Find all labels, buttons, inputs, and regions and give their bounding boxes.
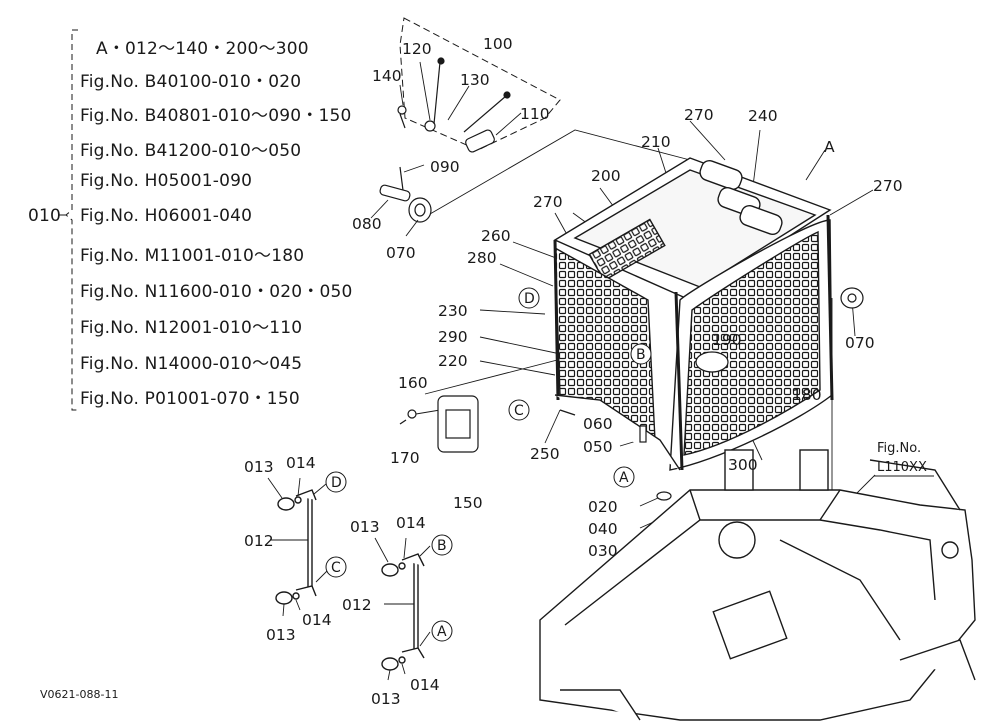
chassis-frame bbox=[539, 449, 976, 721]
callout-C: C bbox=[514, 403, 524, 419]
part-number: 090 bbox=[430, 158, 460, 176]
legend-item: Fig.No. B40801-010～090・150 bbox=[80, 106, 352, 126]
part-number: 250 bbox=[530, 445, 560, 463]
part-labels: 100 120 140 130 110 090 080 070 210 270 … bbox=[244, 35, 903, 708]
part-number: 270 bbox=[873, 177, 903, 195]
part-number: 070 bbox=[386, 244, 416, 262]
part-number: 100 bbox=[483, 35, 513, 53]
part-number: 014 bbox=[410, 676, 440, 694]
part-number: 014 bbox=[302, 611, 332, 629]
callout-B: B bbox=[437, 538, 447, 554]
top-small-parts bbox=[379, 57, 511, 223]
part-number: 070 bbox=[845, 334, 875, 352]
part-number: 220 bbox=[438, 352, 468, 370]
reference-fig-label: Fig.No. bbox=[877, 441, 921, 456]
part-number: 014 bbox=[286, 454, 316, 472]
legend-item: Fig.No. N12001-010～110 bbox=[80, 318, 303, 338]
callout-circles bbox=[325, 287, 652, 642]
callout-D: D bbox=[331, 475, 342, 491]
legend-item: Fig.No. M11001-010～180 bbox=[80, 246, 305, 266]
part-number: 060 bbox=[583, 415, 613, 433]
part-number: 013 bbox=[244, 458, 274, 476]
part-number: 012 bbox=[244, 532, 274, 550]
cab-frame bbox=[553, 157, 834, 471]
part-number: 140 bbox=[372, 67, 402, 85]
document-holder bbox=[399, 395, 479, 453]
callout-A: A bbox=[437, 624, 447, 640]
part-number: 300 bbox=[728, 456, 758, 474]
assembly-outline bbox=[399, 17, 561, 151]
part-number: 040 bbox=[588, 520, 618, 538]
part-number: 050 bbox=[583, 438, 613, 456]
part-number: 190 bbox=[712, 331, 742, 349]
legend-item: Fig.No. P01001-070・150 bbox=[80, 389, 300, 409]
part-number: 160 bbox=[398, 374, 428, 392]
part-number: 013 bbox=[371, 690, 401, 708]
part-number: 020 bbox=[588, 498, 618, 516]
part-number: 030 bbox=[588, 542, 618, 560]
legend-item: Fig.No. B41200-010～050 bbox=[80, 141, 302, 161]
part-number: 013 bbox=[266, 626, 296, 644]
part-number: 080 bbox=[352, 215, 382, 233]
part-number: 130 bbox=[460, 71, 490, 89]
side-parts bbox=[639, 287, 864, 522]
part-label-A: A bbox=[824, 138, 835, 156]
callout-D: D bbox=[524, 291, 535, 307]
part-number: 270 bbox=[533, 193, 563, 211]
part-number: 280 bbox=[467, 249, 497, 267]
part-number: 120 bbox=[402, 40, 432, 58]
part-number: 180 bbox=[792, 386, 822, 404]
part-number: 230 bbox=[438, 302, 468, 320]
legend-item: Fig.No. H06001-040 bbox=[80, 206, 253, 226]
part-number: 013 bbox=[350, 518, 380, 536]
stay-brackets bbox=[275, 489, 425, 671]
legend-item: Fig.No. H05001-090 bbox=[80, 171, 253, 191]
drawing-code: V0621-088-11 bbox=[40, 688, 119, 701]
part-number: 240 bbox=[748, 107, 778, 125]
callout-C: C bbox=[331, 560, 341, 576]
legend-group-number: 010 bbox=[28, 206, 62, 226]
callout-B: B bbox=[636, 347, 646, 363]
part-number: 150 bbox=[453, 494, 483, 512]
part-number: 260 bbox=[481, 227, 511, 245]
part-number: 110 bbox=[520, 105, 550, 123]
legend-item: Fig.No. B40100-010・020 bbox=[80, 72, 302, 92]
part-number: 014 bbox=[396, 514, 426, 532]
part-number: 290 bbox=[438, 328, 468, 346]
legend-header: A・012～140・200～300 bbox=[96, 39, 309, 59]
part-number: 200 bbox=[591, 167, 621, 185]
callout-A: A bbox=[619, 470, 629, 486]
legend-item: Fig.No. N14000-010～045 bbox=[80, 354, 303, 374]
part-number: 170 bbox=[390, 449, 420, 467]
reference-fig-number: L110XX bbox=[877, 460, 927, 475]
legend-item: Fig.No. N11600-010・020・050 bbox=[80, 282, 353, 302]
part-number: 270 bbox=[684, 106, 714, 124]
part-number: 210 bbox=[641, 133, 671, 151]
legend-bracket bbox=[65, 29, 78, 411]
part-number: 012 bbox=[342, 596, 372, 614]
